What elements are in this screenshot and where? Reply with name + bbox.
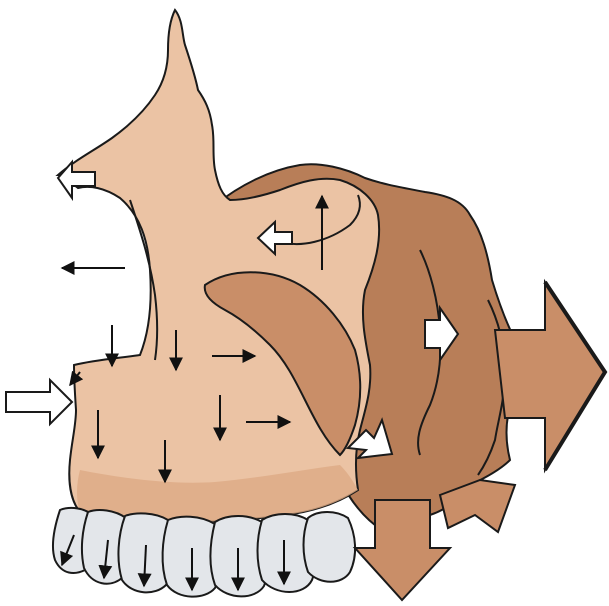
tooth-7 bbox=[304, 512, 356, 582]
anterior-push-arrow bbox=[6, 380, 72, 424]
teeth-row bbox=[53, 508, 355, 597]
posterior-growth-arrow bbox=[495, 282, 605, 470]
